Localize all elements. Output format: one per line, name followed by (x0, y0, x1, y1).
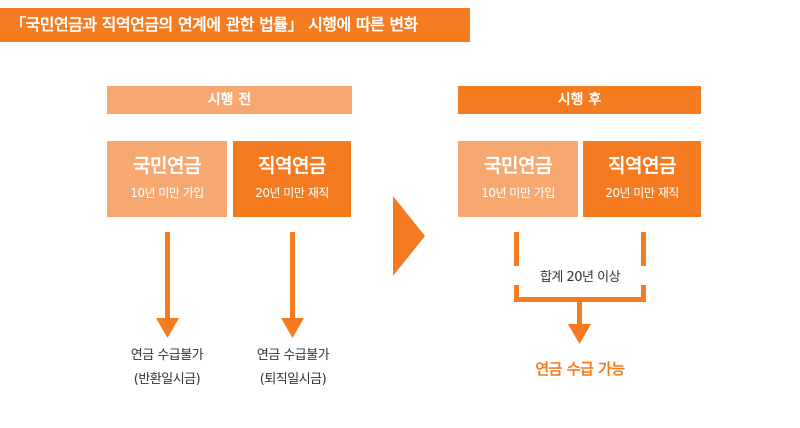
box-sub-label: 20년 미만 재직 (605, 186, 679, 200)
before-result-occupational: 연금 수급불가 (퇴직일시금) (228, 344, 358, 392)
box-main-label: 국민연금 (484, 155, 552, 177)
before-occupational-pension-box: 직역연금 20년 미만 재직 (233, 141, 351, 217)
box-main-label: 국민연금 (133, 155, 201, 177)
box-sub-label: 10년 미만 가입 (130, 186, 204, 200)
box-sub-label: 10년 미만 가입 (481, 186, 555, 200)
before-result-national: 연금 수급불가 (반환일시금) (102, 344, 232, 392)
after-occupational-pension-box: 직역연금 20년 미만 재직 (583, 141, 701, 217)
before-national-pension-box: 국민연금 10년 미만 가입 (107, 141, 227, 217)
arrow-down-icon (156, 232, 179, 338)
result-line: 연금 수급불가 (130, 348, 204, 363)
box-main-label: 직역연금 (608, 155, 676, 177)
combined-period-label: 합계 20년 이상 (510, 266, 650, 285)
box-main-label: 직역연금 (258, 155, 326, 177)
result-line: 연금 수급불가 (256, 348, 330, 363)
play-triangle-icon (393, 196, 425, 276)
after-header: 시행 후 (458, 86, 701, 114)
after-national-pension-box: 국민연금 10년 미만 가입 (458, 141, 578, 217)
after-result: 연금 수급 가능 (535, 360, 625, 378)
result-line: (반환일시금) (133, 372, 201, 387)
before-header: 시행 전 (107, 86, 352, 114)
merge-bracket (514, 232, 646, 344)
result-line: (퇴직일시금) (259, 372, 327, 387)
diagram-title: 「국민연금과 직역연금의 연계에 관한 법률」 시행에 따른 변화 (0, 8, 470, 42)
arrow-down-icon (281, 232, 304, 338)
box-sub-label: 20년 미만 재직 (255, 186, 329, 200)
